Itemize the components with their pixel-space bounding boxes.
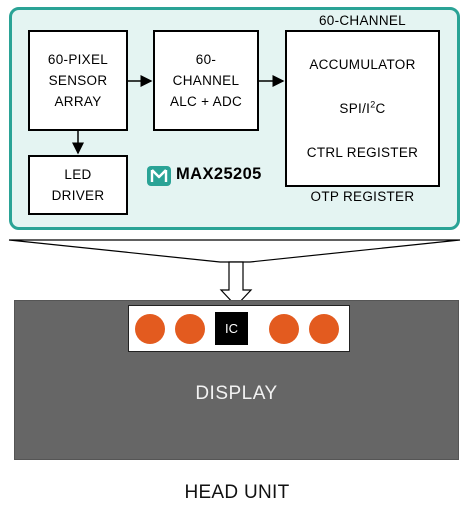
accumulator-line-4: CTRL REGISTER (306, 144, 419, 160)
i2c-superscript: 2 (370, 99, 376, 109)
alc-adc-block: 60- CHANNEL ALC + ADC (153, 30, 259, 131)
alc-adc-label: 60- CHANNEL ALC + ADC (169, 52, 243, 109)
led-driver-block: LED DRIVER (28, 155, 128, 215)
sensor-array-block: 60-PIXEL SENSOR ARRAY (28, 30, 128, 131)
accumulator-line-2: ACCUMULATOR (309, 56, 416, 72)
led-icon (175, 314, 205, 344)
sensor-array-label: 60-PIXEL SENSOR ARRAY (47, 52, 109, 109)
led-icon (309, 314, 339, 344)
maxim-logo-icon (147, 166, 171, 186)
spi-label: SPI/I (339, 100, 371, 116)
ic-chip: IC (215, 312, 248, 345)
part-number-label: MAX25205 (176, 165, 262, 183)
i2c-c-label: C (375, 100, 386, 116)
down-arrow-icon (219, 261, 253, 307)
led-icon (269, 314, 299, 344)
led-icon (135, 314, 165, 344)
accumulator-line-5: OTP REGISTER (310, 188, 415, 204)
led-driver-label: LED DRIVER (51, 167, 105, 203)
led-strip: IC (128, 305, 350, 352)
accumulator-line-3: SPI/I2C (307, 98, 418, 120)
accumulator-text: 60-CHANNEL ACCUMULATOR SPI/I2C CTRL REGI… (307, 0, 418, 230)
head-unit-label: HEAD UNIT (184, 482, 290, 503)
display-label: DISPLAY (195, 383, 278, 404)
accumulator-block: 60-CHANNEL ACCUMULATOR SPI/I2C CTRL REGI… (285, 13, 440, 204)
funnel-shape (8, 239, 461, 263)
accumulator-line-1: 60-CHANNEL (318, 12, 406, 28)
